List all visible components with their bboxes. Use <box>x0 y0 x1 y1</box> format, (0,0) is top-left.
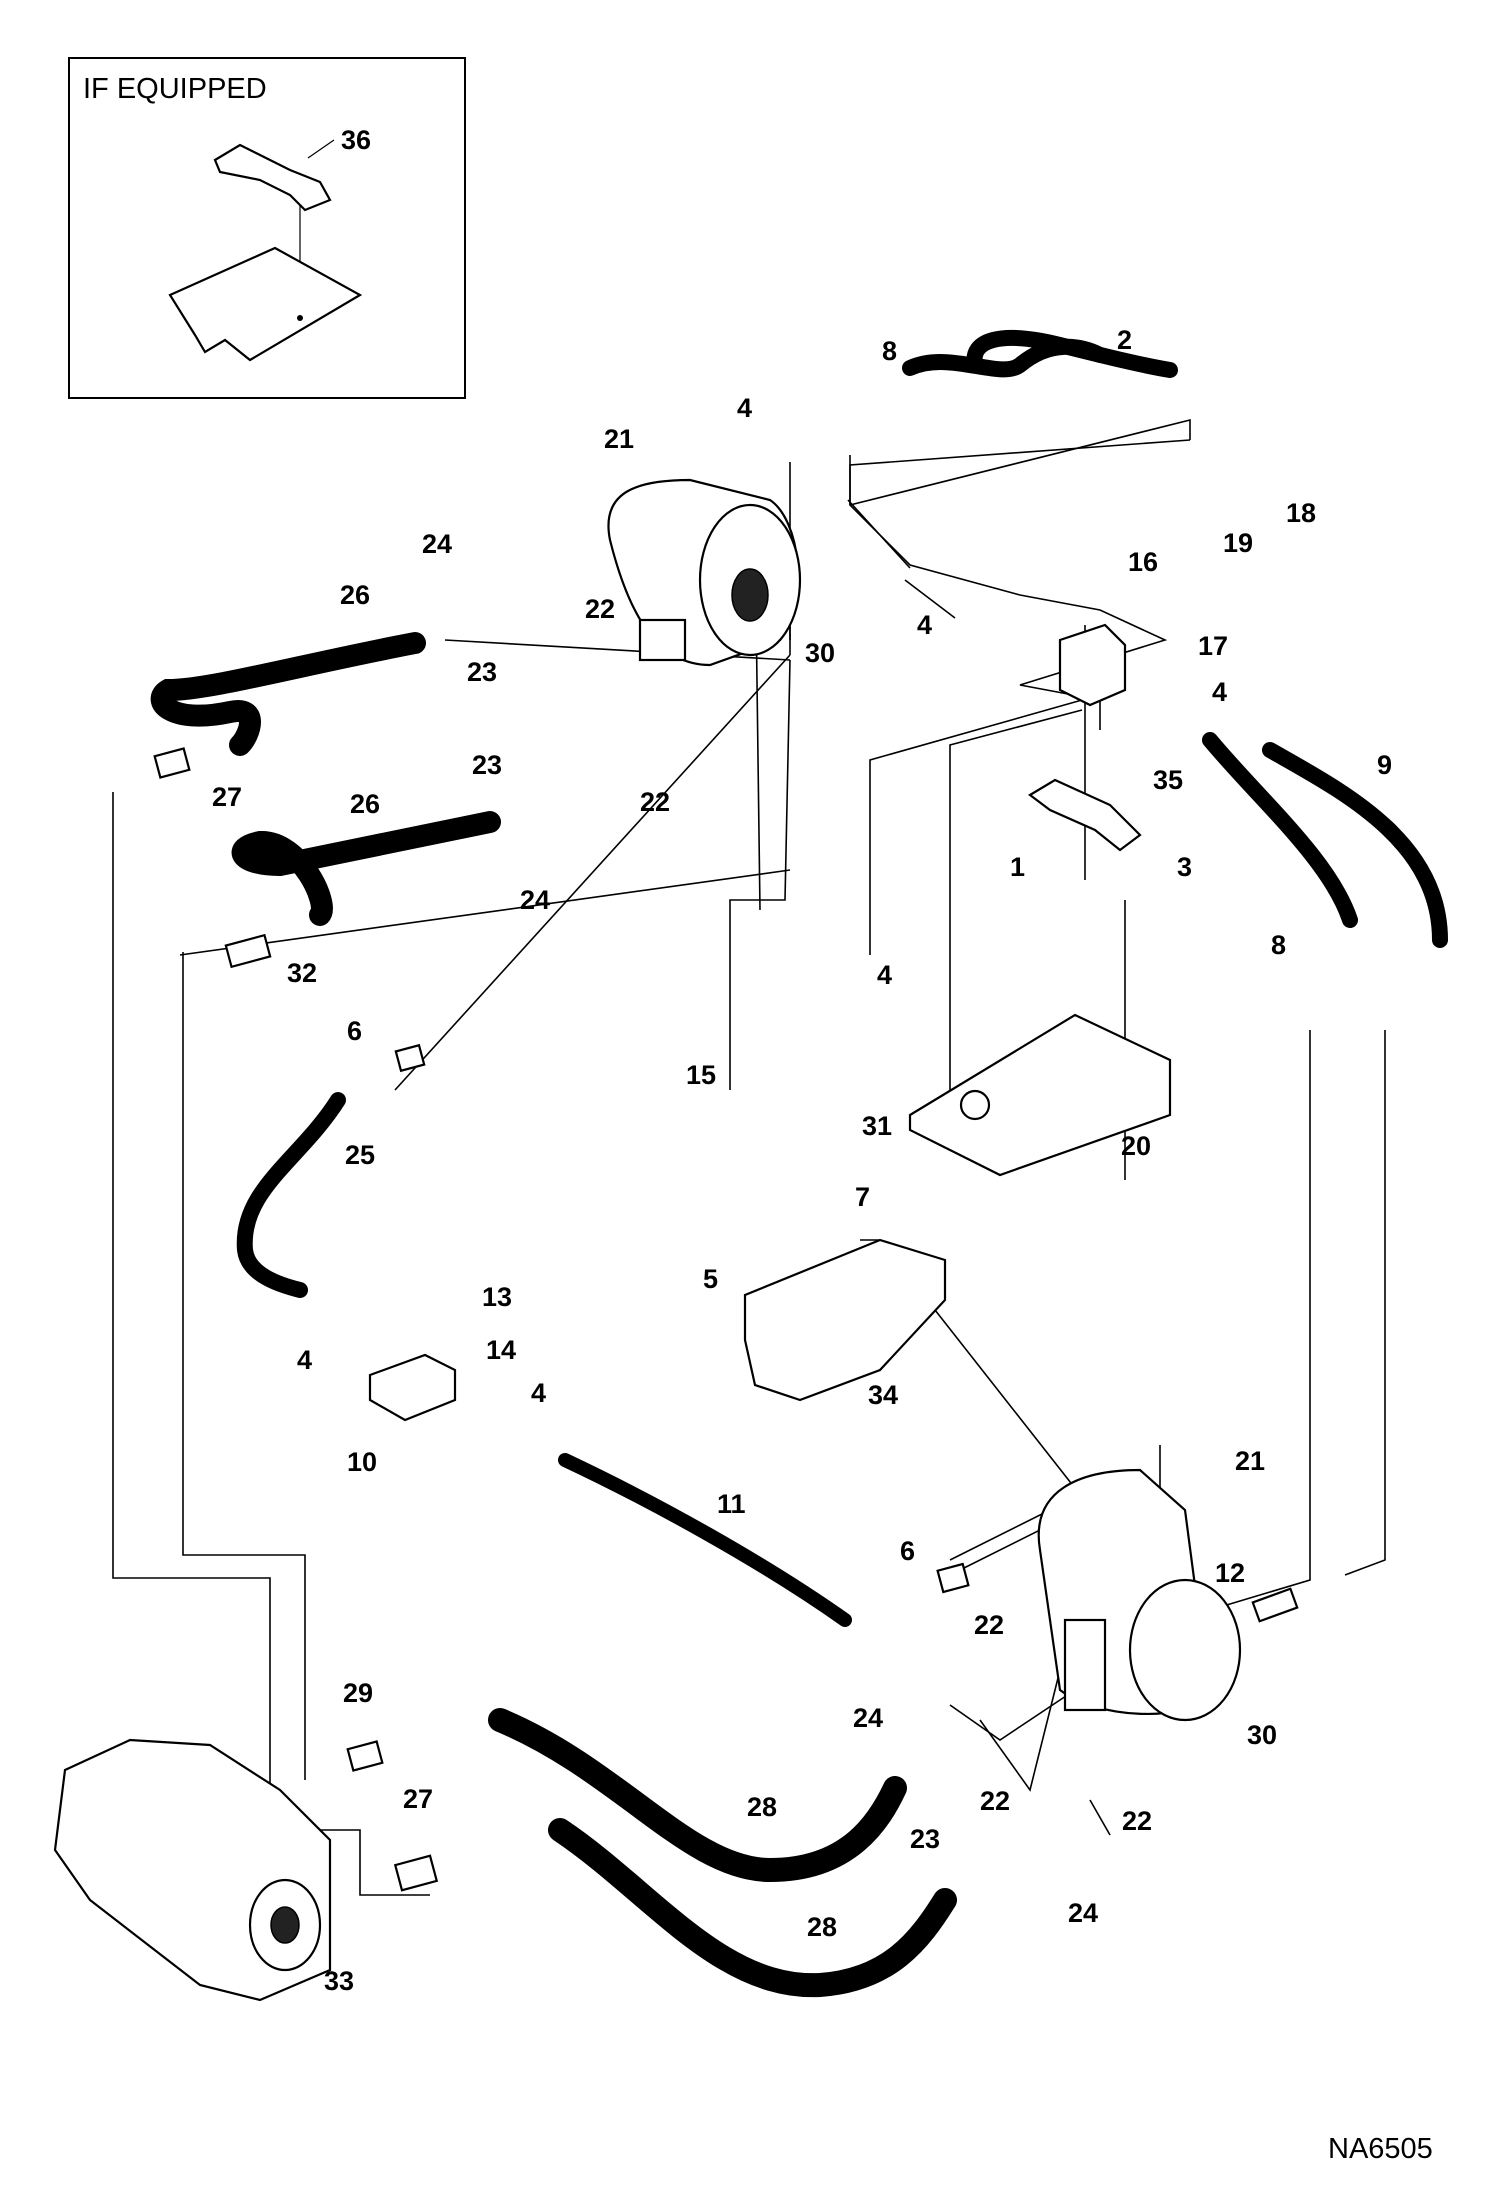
callout-28b: 28 <box>807 1912 837 1942</box>
callout-31: 31 <box>862 1111 892 1141</box>
hoses <box>150 330 1448 1998</box>
callout-35: 35 <box>1153 765 1183 795</box>
callout-24c: 24 <box>853 1703 883 1733</box>
callout-32: 32 <box>287 958 317 988</box>
callout-labels: 36 1 2 3 4 4 4 4 4 4 5 6 6 7 8 8 9 10 11… <box>212 125 1392 1996</box>
callout-21b: 21 <box>1235 1446 1265 1476</box>
inset-plate <box>168 246 363 362</box>
callout-27b: 27 <box>403 1784 433 1814</box>
callout-22c: 22 <box>974 1610 1004 1640</box>
callout-13: 13 <box>482 1282 512 1312</box>
callout-25: 25 <box>345 1140 375 1170</box>
callout-1: 1 <box>1010 852 1025 882</box>
callout-29: 29 <box>343 1678 373 1708</box>
callout-7: 7 <box>855 1182 870 1212</box>
callout-36: 36 <box>341 125 371 155</box>
callout-20: 20 <box>1121 1131 1151 1161</box>
drive-motor-bottom <box>1037 1468 1242 1722</box>
callout-3: 3 <box>1177 852 1192 882</box>
drive-motor-top <box>607 478 802 667</box>
inset-title: IF EQUIPPED <box>83 73 267 105</box>
callout-24a: 24 <box>422 529 452 559</box>
callout-18: 18 <box>1286 498 1316 528</box>
callout-9: 9 <box>1377 750 1392 780</box>
callout-6b: 6 <box>900 1536 915 1566</box>
callout-30b: 30 <box>1247 1720 1277 1750</box>
callout-22b: 22 <box>640 787 670 817</box>
callout-4c: 4 <box>1212 677 1227 707</box>
fittings <box>153 747 1299 1892</box>
drawing-code: NA6505 <box>1328 2133 1433 2165</box>
valve-block-14 <box>368 1353 457 1422</box>
callout-23c: 23 <box>910 1824 940 1854</box>
callout-4b: 4 <box>917 610 932 640</box>
callout-5: 5 <box>703 1264 718 1294</box>
mounting-plate-20 <box>908 1013 1172 1177</box>
callout-4f: 4 <box>531 1378 546 1408</box>
callout-8b: 8 <box>1271 930 1286 960</box>
callout-19: 19 <box>1223 528 1253 558</box>
callout-34: 34 <box>868 1380 898 1410</box>
callout-24d: 24 <box>1068 1898 1098 1928</box>
callout-22e: 22 <box>1122 1806 1152 1836</box>
callout-2: 2 <box>1117 325 1132 355</box>
callout-30a: 30 <box>805 638 835 668</box>
callout-24b: 24 <box>520 885 550 915</box>
callout-22a: 22 <box>585 594 615 624</box>
callout-15: 15 <box>686 1060 716 1090</box>
callout-26a: 26 <box>340 580 370 610</box>
callout-21a: 21 <box>604 424 634 454</box>
callout-4a: 4 <box>737 393 752 423</box>
callout-4d: 4 <box>877 960 892 990</box>
callout-10: 10 <box>347 1447 377 1477</box>
control-valve-34 <box>743 1238 947 1402</box>
callout-6a: 6 <box>347 1016 362 1046</box>
callout-12: 12 <box>1215 1558 1245 1588</box>
callout-33: 33 <box>324 1966 354 1996</box>
callout-4e: 4 <box>297 1345 312 1375</box>
inset-box <box>68 57 466 399</box>
callout-8a: 8 <box>882 336 897 366</box>
callout-28a: 28 <box>747 1792 777 1822</box>
hydrostatic-pump-33 <box>53 1738 332 2002</box>
callout-22d: 22 <box>980 1786 1010 1816</box>
callout-16: 16 <box>1128 547 1158 577</box>
callout-26b: 26 <box>350 789 380 819</box>
bracket-3 <box>1028 778 1142 852</box>
callout-11: 11 <box>717 1489 746 1519</box>
callout-27a: 27 <box>212 782 242 812</box>
callout-14: 14 <box>486 1335 516 1365</box>
manifold-block-top <box>1058 623 1127 707</box>
callout-17: 17 <box>1198 631 1228 661</box>
callout-23b: 23 <box>472 750 502 780</box>
callout-23a: 23 <box>467 657 497 687</box>
